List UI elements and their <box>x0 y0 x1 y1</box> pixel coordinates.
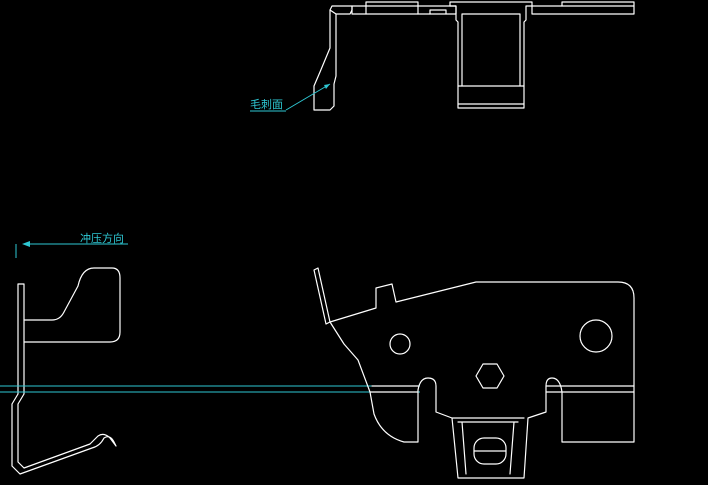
top-view-arm-inner-edge <box>329 9 337 15</box>
side-view: 冲压方向 <box>0 231 420 475</box>
front-view-hole-left <box>389 333 411 355</box>
top-view-left-tab <box>365 1 419 15</box>
burr-surface-label: 毛刺面 <box>250 98 283 111</box>
side-view-vertical-strip <box>11 283 25 445</box>
top-view-right-plate <box>531 1 635 15</box>
front-view-hexagon <box>475 363 505 389</box>
front-view-band <box>369 385 635 393</box>
top-view-center-tab-inner <box>461 13 521 87</box>
burr-leader-arrow <box>324 84 330 89</box>
top-view: 毛刺面 <box>250 1 635 112</box>
burr-leader-line <box>285 83 331 111</box>
front-view-tab-inner <box>451 417 525 475</box>
front-view <box>313 267 635 479</box>
top-view-center-tab-top <box>449 1 533 7</box>
front-view-outer-profile <box>329 281 635 479</box>
top-view-small-notch <box>429 9 447 15</box>
front-view-hole-right <box>579 319 613 353</box>
side-view-bracket-arm <box>23 267 121 343</box>
stamping-direction-label: 冲压方向 <box>80 231 124 245</box>
top-view-bent-arm <box>313 5 353 111</box>
side-view-hook <box>11 433 117 475</box>
top-view-center-tab <box>449 5 533 109</box>
front-view-angled-arm <box>313 267 331 325</box>
stamping-direction-arrowhead <box>22 241 30 247</box>
